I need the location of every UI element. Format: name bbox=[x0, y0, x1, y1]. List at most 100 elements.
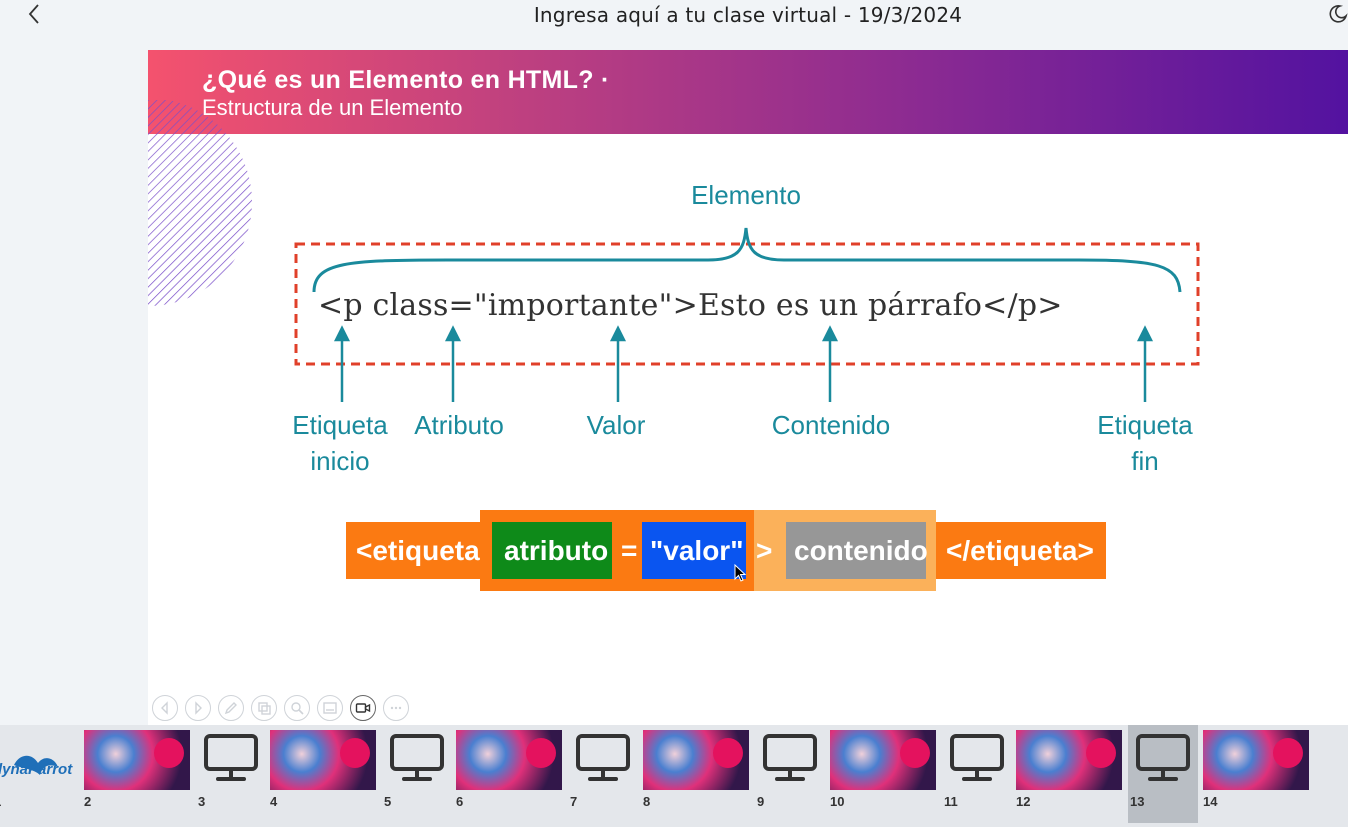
thumbnail-number: 10 bbox=[830, 794, 845, 809]
element-label: Elemento bbox=[691, 180, 801, 210]
presentation-slide: ¿Qué es un Elemento en HTML? · Estructur… bbox=[148, 50, 1348, 725]
thumbnail-number: 7 bbox=[570, 794, 578, 809]
thumbnail-badge bbox=[526, 738, 556, 768]
thumbnail-4[interactable]: 4 bbox=[268, 725, 378, 823]
label-content: Contenido bbox=[771, 410, 891, 440]
label-end-tag-line1: Etiqueta bbox=[1097, 410, 1193, 440]
slide-subtitle: Estructura de un Elemento bbox=[202, 95, 463, 120]
value-box bbox=[642, 522, 746, 579]
html-code-example: <p class="importante">Esto es un párrafo… bbox=[318, 288, 1063, 323]
camera-icon bbox=[355, 703, 371, 713]
prev-slide-button[interactable] bbox=[152, 695, 178, 721]
thumbnail-badge bbox=[713, 738, 743, 768]
syntax-strip: <etiqueta atributo = "valor" > contenido… bbox=[346, 508, 1106, 593]
syntax-equals: = bbox=[621, 535, 638, 566]
thumbnail-6[interactable]: 6 bbox=[454, 725, 564, 823]
next-icon bbox=[195, 701, 202, 715]
thumbnail-14[interactable]: 14 bbox=[1201, 725, 1311, 823]
thumbnail-number: 1 bbox=[0, 794, 1, 809]
monitor-icon bbox=[576, 734, 630, 781]
thumbnail-number: 6 bbox=[456, 794, 464, 809]
camera-button[interactable] bbox=[350, 695, 376, 721]
thumbnail-image bbox=[270, 730, 376, 790]
thumbnail-image bbox=[830, 730, 936, 790]
thumbnail-image bbox=[643, 730, 749, 790]
next-slide-button[interactable] bbox=[185, 695, 211, 721]
element-brace bbox=[312, 227, 1182, 293]
chevron-left-icon bbox=[28, 4, 39, 24]
subtitles-button[interactable] bbox=[317, 695, 343, 721]
copy-icon bbox=[258, 702, 271, 715]
monitor-icon bbox=[950, 734, 1004, 781]
label-start-tag-line1: Etiqueta bbox=[292, 410, 388, 440]
thumbnail-9[interactable]: 9 bbox=[755, 725, 825, 823]
thumbnail-12[interactable]: 12 bbox=[1014, 725, 1124, 823]
thumbnail-badge bbox=[900, 738, 930, 768]
thumbnail-2[interactable]: 2 bbox=[82, 725, 192, 823]
thumbnail-badge bbox=[154, 738, 184, 768]
thumbnail-image bbox=[456, 730, 562, 790]
element-diagram bbox=[294, 227, 1200, 402]
monitor-icon bbox=[390, 734, 444, 781]
thumbnail-number: 4 bbox=[270, 794, 278, 809]
syntax-close-tag: </etiqueta> bbox=[946, 535, 1094, 566]
back-button[interactable] bbox=[22, 2, 48, 28]
zoom-icon bbox=[291, 702, 304, 715]
more-button[interactable] bbox=[383, 695, 409, 721]
label-value: Valor bbox=[586, 410, 646, 440]
label-start-tag: Etiqueta inicio bbox=[280, 407, 400, 479]
copy-button[interactable] bbox=[251, 695, 277, 721]
label-attribute: Atributo bbox=[414, 410, 504, 440]
thumbnail-number: 11 bbox=[944, 794, 958, 809]
thumbnail-image bbox=[1203, 730, 1309, 790]
thumbnail-badge bbox=[1273, 738, 1303, 768]
subtitles-icon bbox=[323, 702, 337, 714]
pen-button[interactable] bbox=[218, 695, 244, 721]
syntax-gt: > bbox=[756, 535, 773, 566]
logo-text: lynaParrot bbox=[0, 761, 73, 778]
thumbnail-image bbox=[84, 730, 190, 790]
page-title: Ingresa aquí a tu clase virtual - 19/3/2… bbox=[533, 3, 963, 27]
attribute-box bbox=[492, 522, 612, 579]
thumbnail-number: 9 bbox=[757, 794, 765, 809]
thumbnail-3[interactable]: 3 bbox=[196, 725, 266, 823]
more-icon bbox=[390, 706, 402, 710]
thumbnail-image bbox=[1016, 730, 1122, 790]
syntax-open-tag: <etiqueta bbox=[356, 535, 480, 566]
thumbnail-number: 2 bbox=[84, 794, 92, 809]
thumbnail-badge bbox=[1086, 738, 1116, 768]
parrot-logo-icon bbox=[14, 755, 58, 775]
thumbnail-11[interactable]: 11 bbox=[942, 725, 1012, 823]
label-end-tag-line2: fin bbox=[1131, 446, 1159, 476]
thumbnail-number: 3 bbox=[198, 794, 206, 809]
monitor-icon bbox=[204, 734, 258, 781]
dark-mode-toggle[interactable] bbox=[1326, 3, 1348, 25]
moon-icon bbox=[1329, 5, 1348, 23]
top-bar: Ingresa aquí a tu clase virtual - 19/3/2… bbox=[0, 0, 1348, 30]
slide-thumbnails: lynaParrot 1 2 3 4 5 6 7 8 9 10 11 12 13 14 bbox=[0, 725, 1348, 827]
thumbnail-number: 13 bbox=[1130, 794, 1145, 809]
thumbnail-number: 12 bbox=[1016, 794, 1031, 809]
pen-icon bbox=[224, 702, 237, 715]
thumbnail-8[interactable]: 8 bbox=[641, 725, 751, 823]
monitor-icon bbox=[1136, 734, 1190, 781]
zoom-button[interactable] bbox=[284, 695, 310, 721]
mouse-cursor-icon bbox=[734, 564, 747, 582]
thumbnail-13[interactable]: 13 bbox=[1128, 725, 1198, 823]
syntax-attribute: atributo bbox=[504, 535, 609, 566]
thumbnail-10[interactable]: 10 bbox=[828, 725, 938, 823]
slide-title: ¿Qué es un Elemento en HTML? · bbox=[202, 66, 610, 94]
label-end-tag: Etiqueta fin bbox=[1085, 407, 1205, 479]
monitor-icon bbox=[763, 734, 817, 781]
striped-circle-decoration bbox=[148, 100, 252, 306]
thumbnail-number: 8 bbox=[643, 794, 651, 809]
element-dashed-box bbox=[294, 242, 1200, 366]
thumbnail-number: 5 bbox=[384, 794, 392, 809]
prev-icon bbox=[161, 701, 168, 715]
thumbnail-number: 14 bbox=[1203, 794, 1218, 809]
syntax-value: "valor" bbox=[650, 535, 744, 566]
thumbnail-5[interactable]: 5 bbox=[382, 725, 452, 823]
thumbnail-7[interactable]: 7 bbox=[568, 725, 638, 823]
label-start-tag-line2: inicio bbox=[310, 446, 370, 476]
thumbnail-1[interactable]: lynaParrot 1 bbox=[0, 725, 80, 823]
